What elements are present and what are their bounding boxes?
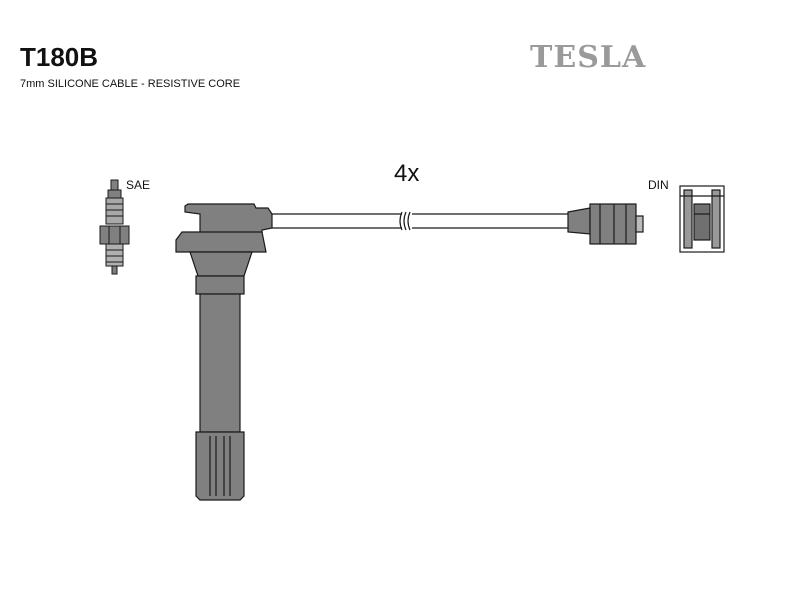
spark-plug-icon [99, 179, 130, 275]
distributor-connector-icon [567, 203, 644, 245]
cable [272, 211, 568, 231]
brand-logo: TESLA [530, 40, 647, 75]
part-number: T180B [20, 42, 99, 72]
spark-plug-standard-label: SAE [126, 178, 151, 192]
distributor-standard-label: DIN [648, 178, 669, 192]
din-terminal-icon [679, 185, 725, 253]
coil-boot-icon [175, 203, 273, 501]
quantity-label: 4x [394, 160, 420, 187]
cable-description: 7mm SILICONE CABLE - RESISTIVE CORE [20, 78, 241, 90]
